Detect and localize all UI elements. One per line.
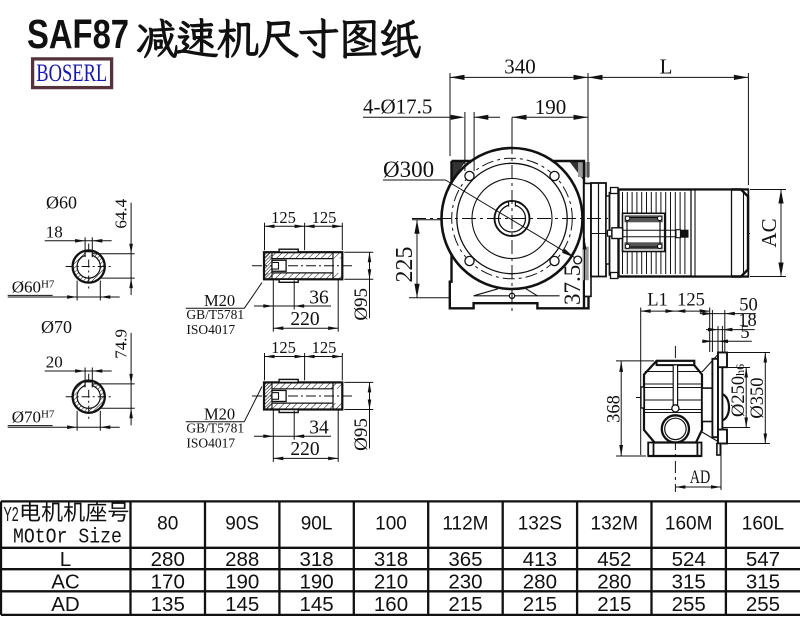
svg-text:315: 315	[746, 571, 780, 594]
svg-text:365: 365	[448, 548, 482, 571]
svg-text:210: 210	[374, 571, 408, 594]
svg-text:190: 190	[225, 571, 259, 594]
svg-text:125: 125	[312, 208, 337, 227]
svg-text:215: 215	[448, 593, 482, 616]
svg-text:M20: M20	[204, 404, 235, 423]
svg-text:ISO4017: ISO4017	[186, 436, 235, 451]
svg-text:20: 20	[46, 353, 63, 372]
svg-text:4-Ø17.5: 4-Ø17.5	[363, 95, 432, 119]
svg-text:AD: AD	[51, 593, 79, 616]
svg-text:SAF87: SAF87	[27, 10, 129, 56]
svg-text:280: 280	[597, 571, 631, 594]
svg-text:34: 34	[309, 418, 329, 439]
svg-text:318: 318	[374, 548, 408, 571]
svg-text:524: 524	[672, 548, 706, 571]
svg-text:170: 170	[151, 571, 185, 594]
svg-text:125: 125	[312, 338, 337, 357]
svg-text:AC: AC	[757, 218, 781, 247]
svg-text:220: 220	[290, 309, 319, 330]
svg-text:BOSERL: BOSERL	[36, 58, 107, 86]
svg-text:AD: AD	[690, 466, 711, 487]
svg-text:135: 135	[151, 593, 185, 616]
svg-text:Ø60H7: Ø60H7	[12, 278, 55, 297]
svg-text:225: 225	[392, 247, 418, 283]
svg-text:230: 230	[448, 571, 482, 594]
svg-text:Ø250h6: Ø250h6	[729, 364, 749, 417]
svg-text:160L: 160L	[742, 513, 784, 534]
svg-text:413: 413	[523, 548, 557, 571]
svg-text:215: 215	[523, 593, 557, 616]
svg-text:145: 145	[225, 593, 259, 616]
svg-text:GB/T5781: GB/T5781	[186, 307, 244, 322]
svg-text:18: 18	[46, 222, 63, 241]
svg-text:GB/T5781: GB/T5781	[186, 421, 244, 436]
svg-text:5: 5	[740, 323, 749, 343]
svg-text:80: 80	[157, 513, 178, 534]
svg-text:125: 125	[677, 291, 705, 311]
svg-text:132M: 132M	[591, 513, 639, 534]
svg-text:547: 547	[746, 548, 780, 571]
svg-text:MOtOr Size: MOtOr Size	[13, 524, 122, 549]
svg-text:36: 36	[309, 288, 329, 309]
svg-text:Ø350: Ø350	[748, 377, 768, 418]
svg-text:280: 280	[523, 571, 557, 594]
svg-text:280: 280	[151, 548, 185, 571]
svg-text:125: 125	[271, 338, 296, 357]
svg-text:ISO4017: ISO4017	[186, 322, 235, 337]
svg-text:Ø95: Ø95	[351, 418, 372, 451]
svg-text:L: L	[60, 548, 71, 571]
svg-text:AC: AC	[51, 571, 80, 594]
svg-text:220: 220	[290, 439, 319, 460]
svg-text:190: 190	[299, 571, 333, 594]
svg-text:Y2: Y2	[4, 503, 19, 526]
svg-text:37.5: 37.5	[560, 265, 585, 305]
svg-text:100: 100	[375, 513, 407, 534]
svg-text:74.9: 74.9	[112, 329, 131, 359]
svg-text:M20: M20	[204, 291, 235, 310]
svg-text:125: 125	[271, 208, 296, 227]
svg-text:Ø60: Ø60	[46, 193, 77, 213]
svg-text:255: 255	[746, 593, 780, 616]
svg-text:288: 288	[225, 548, 259, 571]
svg-text:L1: L1	[647, 291, 668, 311]
svg-text:368: 368	[605, 395, 625, 423]
svg-text:Ø70: Ø70	[41, 317, 72, 337]
svg-text:90S: 90S	[225, 513, 259, 534]
svg-text:L: L	[660, 55, 673, 79]
svg-text:Ø95: Ø95	[351, 288, 372, 321]
svg-text:132S: 132S	[518, 513, 562, 534]
svg-text:Ø70H7: Ø70H7	[12, 408, 55, 427]
svg-text:452: 452	[597, 548, 631, 571]
svg-text:112M: 112M	[442, 513, 488, 534]
svg-text:315: 315	[672, 571, 706, 594]
svg-text:190: 190	[535, 95, 567, 119]
svg-text:215: 215	[597, 593, 631, 616]
svg-text:Ø300: Ø300	[383, 157, 434, 182]
svg-text:160M: 160M	[665, 513, 713, 534]
svg-text:145: 145	[299, 593, 333, 616]
svg-text:18: 18	[738, 311, 757, 331]
svg-text:50: 50	[739, 295, 758, 315]
svg-text:255: 255	[672, 593, 706, 616]
svg-text:160: 160	[374, 593, 408, 616]
svg-text:318: 318	[299, 548, 333, 571]
svg-text:64.4: 64.4	[112, 198, 131, 228]
svg-text:340: 340	[504, 55, 536, 79]
svg-text:90L: 90L	[301, 513, 333, 534]
